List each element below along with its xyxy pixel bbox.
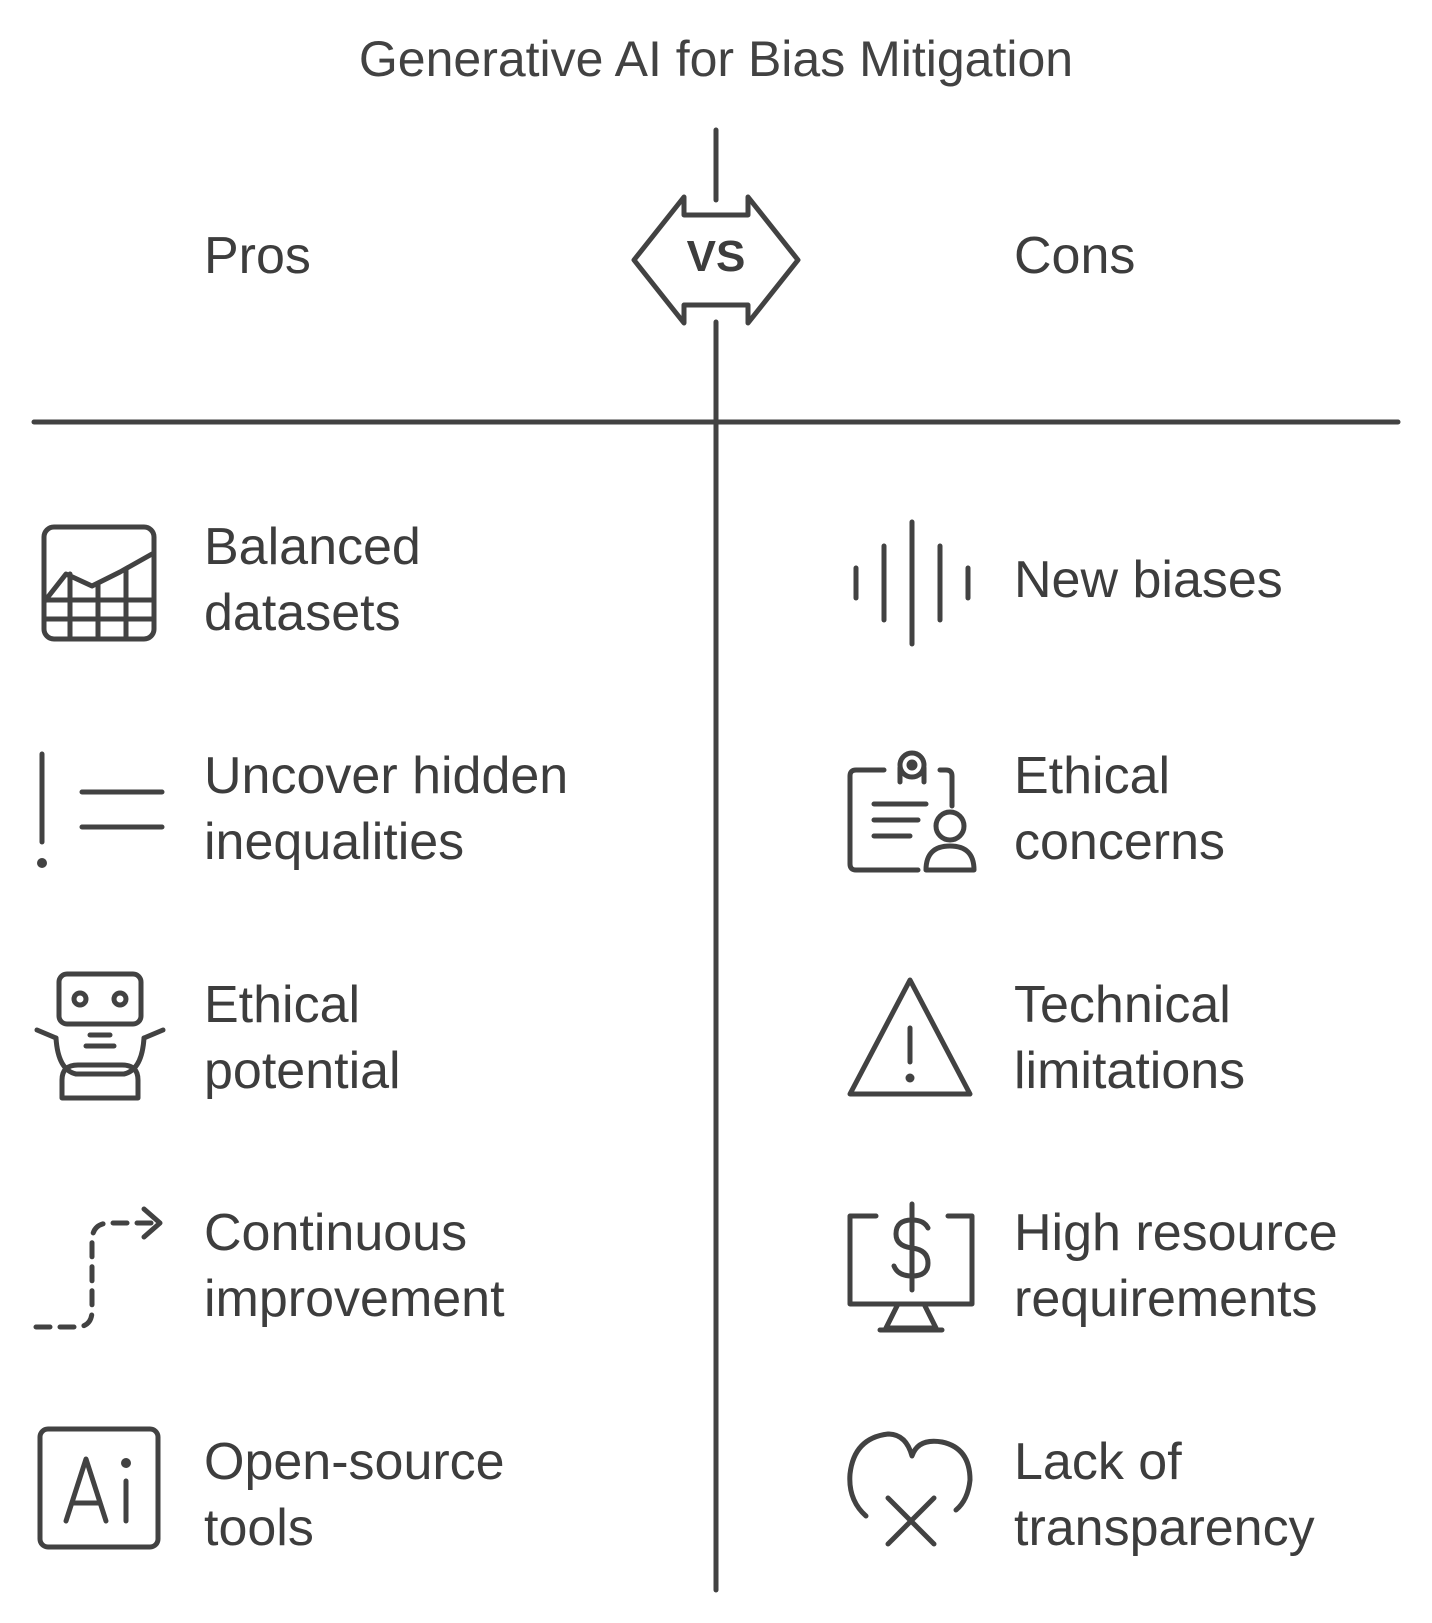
pros-item-label-line1: Continuous [204, 1204, 468, 1262]
cons-item-lack-of-transparency: Lack of transparency [1014, 1429, 1432, 1561]
pros-item-label-line2: datasets [204, 584, 401, 642]
sound-wave-icon [853, 519, 971, 647]
cons-heading: Cons [1014, 227, 1136, 285]
pros-item-uncover-inequalities: Uncover hidden inequalities [204, 743, 724, 875]
cons-item-label-line2: concerns [1014, 813, 1225, 871]
monitor-dollar-icon [847, 1201, 975, 1333]
cons-item-ethical-concerns: Ethical concerns [1014, 743, 1432, 875]
ai-box-icon [37, 1426, 161, 1550]
cons-item-label-line2: requirements [1014, 1270, 1318, 1328]
cons-item-technical-limitations: Technical limitations [1014, 972, 1432, 1104]
chart-grid-icon [41, 524, 157, 642]
cons-item-label-line2: transparency [1014, 1499, 1315, 1557]
pros-item-label-line1: Uncover hidden [204, 747, 569, 805]
vs-double-arrow-icon [631, 194, 801, 326]
pros-item-open-source-tools: Open-source tools [204, 1429, 724, 1561]
cons-item-label-line2: limitations [1014, 1042, 1246, 1100]
warning-triangle-icon [847, 977, 973, 1097]
pros-item-label-line2: tools [204, 1499, 314, 1557]
clipboard-user-icon [847, 750, 977, 873]
pros-item-continuous-improvement: Continuous improvement [204, 1200, 724, 1332]
cons-item-label-line1: Ethical [1014, 747, 1171, 805]
pros-item-label-line2: potential [204, 1042, 401, 1100]
dashed-arrow-icon [33, 1206, 163, 1330]
exclamation-lines-icon [37, 751, 165, 868]
vs-label: VS [686, 232, 746, 281]
cons-item-high-resource-requirements: High resource requirements [1014, 1200, 1432, 1332]
pros-item-label-line1: Open-source [204, 1433, 505, 1491]
diagram-title: Generative AI for Bias Mitigation [358, 31, 1074, 87]
pros-item-label-line2: inequalities [204, 813, 465, 871]
pros-item-label-line2: improvement [204, 1270, 505, 1328]
pros-heading: Pros [204, 227, 311, 285]
cons-item-label-line1: High resource [1014, 1204, 1338, 1262]
broken-heart-x-icon [847, 1431, 973, 1547]
cons-item-label-line1: Technical [1014, 976, 1231, 1034]
pros-item-balanced-datasets: Balanced datasets [204, 514, 724, 646]
pros-item-label-line1: Ethical [204, 976, 361, 1034]
pros-item-label-line1: Balanced [204, 518, 421, 576]
cons-item-new-biases: New biases [1014, 547, 1432, 613]
cons-item-label-line1: Lack of [1014, 1433, 1182, 1491]
robot-icon [34, 971, 166, 1101]
pros-item-ethical-potential: Ethical potential [204, 972, 724, 1104]
cons-item-label-line1: New biases [1014, 551, 1283, 609]
